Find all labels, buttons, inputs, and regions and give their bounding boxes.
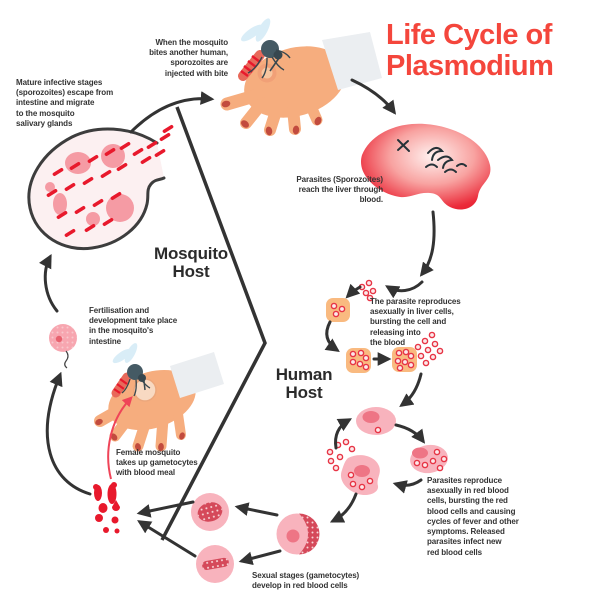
rbc-bursting [326,438,380,496]
rbc-infected-1 [356,407,396,435]
arrow-elongated-to-blood [137,520,197,558]
mosquito-feeding-hand-illustration [94,343,224,480]
arrow-to-rbc [399,372,423,408]
arrow-hand-to-liver [350,78,397,115]
rbc-cycle [326,407,448,496]
mosquito-biting-hand-illustration [220,18,382,136]
mosquito-host-label: Mosquito Host [154,244,228,281]
blood-drops [93,482,120,534]
arrow-rbc-2-burst [392,478,423,494]
sleeve [322,32,382,90]
annotation-parasites-reproduce-rbc: Parasites reproduce asexually in red blo… [427,476,519,557]
mosquito-icon [238,18,291,81]
annotation-fertilisation: Fertilisation and development take place… [89,306,178,346]
annotation-parasite-reproduces-liver: The parasite reproduces asexually in liv… [370,297,461,347]
blood-meal-arrow [107,396,133,480]
arrow-up-to-fertilisation [45,371,92,496]
flow-arrows [39,78,436,566]
gametocyte-elongated [196,545,234,583]
liver-cell-stage [326,279,444,373]
liver-illustration [360,123,491,210]
arrow-to-gametocyte-cell [329,492,358,523]
gametocyte-developing-cell [276,513,320,555]
human-host-label: Human Host [275,365,333,402]
oocyst-cells [45,144,134,226]
arrow-to-merozoites [385,280,424,299]
annotation-sporozoites-reach-liver: Parasites (Sporozoites) reach the liver … [296,175,383,205]
arrow-gland-to-human [129,91,215,134]
arrow-to-elongated-gametocyte [238,549,282,566]
rbc-multiply [410,444,448,474]
arrow-liver-down [419,210,436,277]
arrow-to-round-gametocyte [234,502,279,517]
arrow-to-liver-cell-1 [345,283,362,299]
annotation-sexual-stages: Sexual stages (gametocytes) develop in r… [252,571,360,591]
gametocyte-round [191,493,229,531]
annotation-injected-with-bite: When the mosquito bites another human, s… [149,38,228,78]
mosquito-icon [111,343,151,398]
sporozoites-in-liver [397,139,467,173]
arrow-rbc-1-2 [394,423,426,444]
fertilised-cell-illustration [49,324,77,369]
liver-cell-1 [326,298,350,322]
arrow-burst-back-to-rbc [334,418,353,450]
salivary-gland-illustration [27,124,175,251]
sleeve [170,352,224,398]
annotation-mature-infective-stages: Mature infective stages (sporozoites) es… [16,78,114,128]
page-title: Life Cycle of Plasmodium [386,19,554,82]
arrow-round-to-blood [136,500,195,518]
arrow-to-gland [39,253,59,313]
annotation-female-mosquito: Female mosquito takes up gametocytes wit… [116,448,198,478]
gametocyte-stage [191,493,320,583]
host-divider-line [160,106,267,541]
fingers [220,88,323,136]
arrow-liver-cell-1-2 [324,320,340,352]
